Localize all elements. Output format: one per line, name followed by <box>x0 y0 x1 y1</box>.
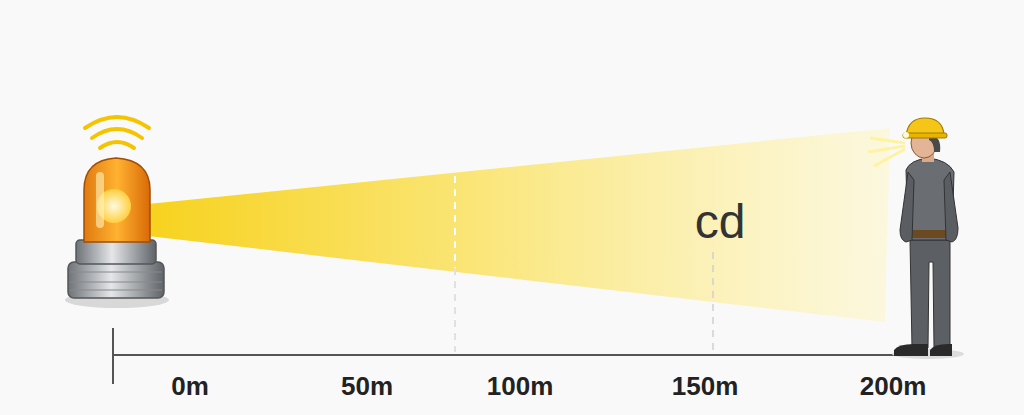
distance-label: 200m <box>860 373 927 399</box>
beacon-light <box>65 117 169 308</box>
unit-symbol: cd <box>695 198 746 246</box>
distance-label: 50m <box>341 373 393 399</box>
light-beam <box>148 128 890 322</box>
distance-label: 150m <box>672 373 739 399</box>
worker-figure <box>868 118 964 359</box>
distance-label: 100m <box>487 373 554 399</box>
guide-line <box>454 268 456 352</box>
guide-line <box>712 252 714 352</box>
distance-label: 0m <box>171 373 209 399</box>
axis-tick <box>112 328 114 384</box>
guide-line <box>454 176 456 352</box>
distance-axis <box>113 354 960 356</box>
